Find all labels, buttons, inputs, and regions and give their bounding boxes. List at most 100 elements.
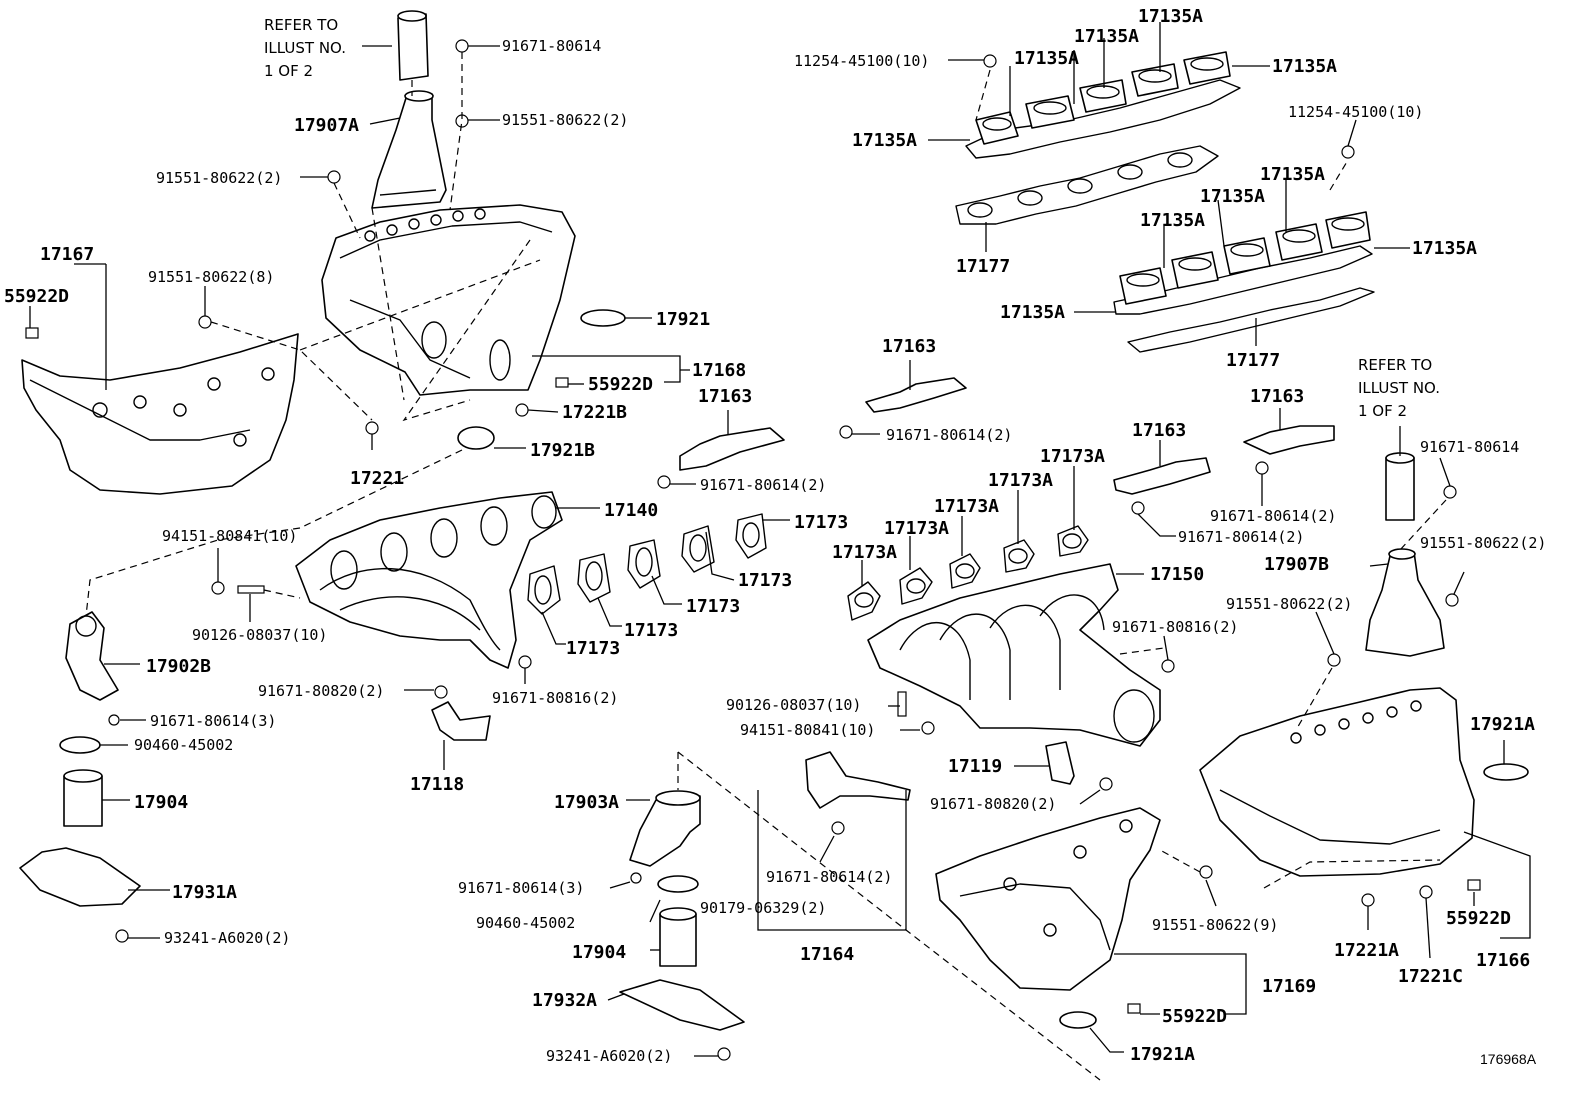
part-label: 90126-08037(10) xyxy=(192,626,327,644)
part-labels: 91671-80614 17907A 91551-80622(2) 91551-… xyxy=(4,6,1546,1065)
part-label: 17163 xyxy=(882,336,936,357)
part-label: 17173 xyxy=(794,512,848,533)
ref-right-line-3: 1 OF 2 xyxy=(1358,402,1407,420)
bolt-icon xyxy=(1199,865,1213,879)
part-label: 91671-80816(2) xyxy=(1112,618,1238,636)
bolt-icon xyxy=(1099,777,1113,791)
part-label: 17173 xyxy=(686,596,740,617)
part-label: 90460-45002 xyxy=(134,736,233,754)
part-label: 94151-80841(10) xyxy=(740,721,875,739)
part-label: 17135A xyxy=(1200,186,1265,207)
nut-17221c xyxy=(1419,885,1433,899)
part-label: 17166 xyxy=(1476,950,1530,971)
part-label: 17902B xyxy=(146,656,211,677)
part-label: 91551-80622(2) xyxy=(1420,534,1546,552)
intake-gaskets-upper xyxy=(965,51,1241,159)
heat-insulator-17907b xyxy=(1365,548,1445,657)
manifold-bracket-17163 xyxy=(679,427,785,471)
cover-17932a xyxy=(619,979,745,1031)
stud-icon xyxy=(237,585,265,594)
grommet-17921a xyxy=(1483,763,1529,781)
part-label: 91551-80622(8) xyxy=(148,268,274,286)
bolt-icon xyxy=(327,170,341,184)
part-label: 17173A xyxy=(934,496,999,517)
part-label: 91671-80820(2) xyxy=(258,682,384,700)
part-label: 90179-06329(2) xyxy=(700,899,826,917)
part-label: 17169 xyxy=(1262,976,1316,997)
ref-right-line-1: REFER TO xyxy=(1358,356,1432,374)
part-label: 17135A xyxy=(1138,6,1203,27)
part-label: 17921B xyxy=(530,440,595,461)
part-label: 17135A xyxy=(1014,48,1079,69)
ref-left-line-2: ILLUST NO. xyxy=(264,39,346,57)
heat-insulator-17168 xyxy=(321,204,576,396)
heat-insulator-17166 xyxy=(1199,687,1475,877)
part-label: 90460-45002 xyxy=(476,914,575,932)
part-label: 91671-80614(2) xyxy=(1178,528,1304,546)
bracket-17119 xyxy=(1045,741,1075,785)
part-label: 55922D xyxy=(1162,1006,1227,1027)
gaskets-17173 xyxy=(527,513,767,615)
part-label: 11254-45100(10) xyxy=(794,52,929,70)
part-label: 17140 xyxy=(604,500,658,521)
bolt-icon xyxy=(1255,461,1269,475)
bolt-icon xyxy=(983,54,997,68)
clip-55922d-left xyxy=(25,327,39,339)
bolt-icon xyxy=(115,929,129,943)
part-label: 91671-80614(3) xyxy=(458,879,584,897)
part-label: 17907B xyxy=(1264,554,1329,575)
clip-55922d-right xyxy=(1467,879,1481,891)
clip-55922d xyxy=(555,377,569,388)
part-label: 17135A xyxy=(852,130,917,151)
part-label: 91671-80614(3) xyxy=(150,712,276,730)
part-label: 17135A xyxy=(1074,26,1139,47)
bolt-icon xyxy=(198,315,212,329)
part-label: 17173 xyxy=(738,570,792,591)
part-label: 17921A xyxy=(1130,1044,1195,1065)
part-label: 17163 xyxy=(1132,420,1186,441)
part-label: 17118 xyxy=(410,774,464,795)
part-label: 91551-80622(2) xyxy=(502,111,628,129)
part-label: 17173A xyxy=(832,542,897,563)
part-label: 17173A xyxy=(1040,446,1105,467)
intake-gaskets-lower xyxy=(1113,211,1373,315)
bolt-icon xyxy=(1131,501,1145,515)
grommet-17921b xyxy=(457,426,495,450)
part-label: 91671-80614(2) xyxy=(766,868,892,886)
ref-left-line-1: REFER TO xyxy=(264,16,338,34)
clamp-90460-45002 xyxy=(59,736,101,754)
bolt-icon xyxy=(518,655,532,669)
part-label: 91671-80614(2) xyxy=(1210,507,1336,525)
part-label: 17221 xyxy=(350,468,404,489)
part-label: 17221B xyxy=(562,402,627,423)
part-label: 90126-08037(10) xyxy=(726,696,861,714)
leader-lines xyxy=(29,22,1531,1057)
gasket-17177-lower xyxy=(1127,287,1375,353)
bracket-17903a xyxy=(629,790,701,867)
part-label: 91551-80622(9) xyxy=(1152,916,1278,934)
clip-55922d-bottom xyxy=(1127,1003,1141,1014)
part-label: 17904 xyxy=(134,792,188,813)
part-label: 55922D xyxy=(4,286,69,307)
part-label: 17921A xyxy=(1470,714,1535,735)
part-label: 17221A xyxy=(1334,940,1399,961)
bolt-icon xyxy=(1341,145,1355,159)
pipe-upper-left xyxy=(397,10,429,81)
part-label: 55922D xyxy=(1446,908,1511,929)
part-label: 17932A xyxy=(532,990,597,1011)
bolt-icon xyxy=(831,821,845,835)
bolt-icon xyxy=(839,425,853,439)
part-label: 17150 xyxy=(1150,564,1204,585)
part-label: 17177 xyxy=(956,256,1010,277)
heat-insulator-17167 xyxy=(21,333,299,495)
part-label: 17907A xyxy=(294,115,359,136)
ref-right: REFER TO ILLUST NO. 1 OF 2 xyxy=(1358,356,1440,420)
part-label: 11254-45100(10) xyxy=(1288,103,1423,121)
part-label: 17167 xyxy=(40,244,94,265)
bolt-icon xyxy=(434,685,448,699)
manifold-bracket-17163-right xyxy=(1113,457,1211,495)
pipe-upper-right xyxy=(1385,452,1415,521)
manifold-bracket-17163-far xyxy=(1243,425,1335,455)
hose-17904-center xyxy=(659,907,697,967)
